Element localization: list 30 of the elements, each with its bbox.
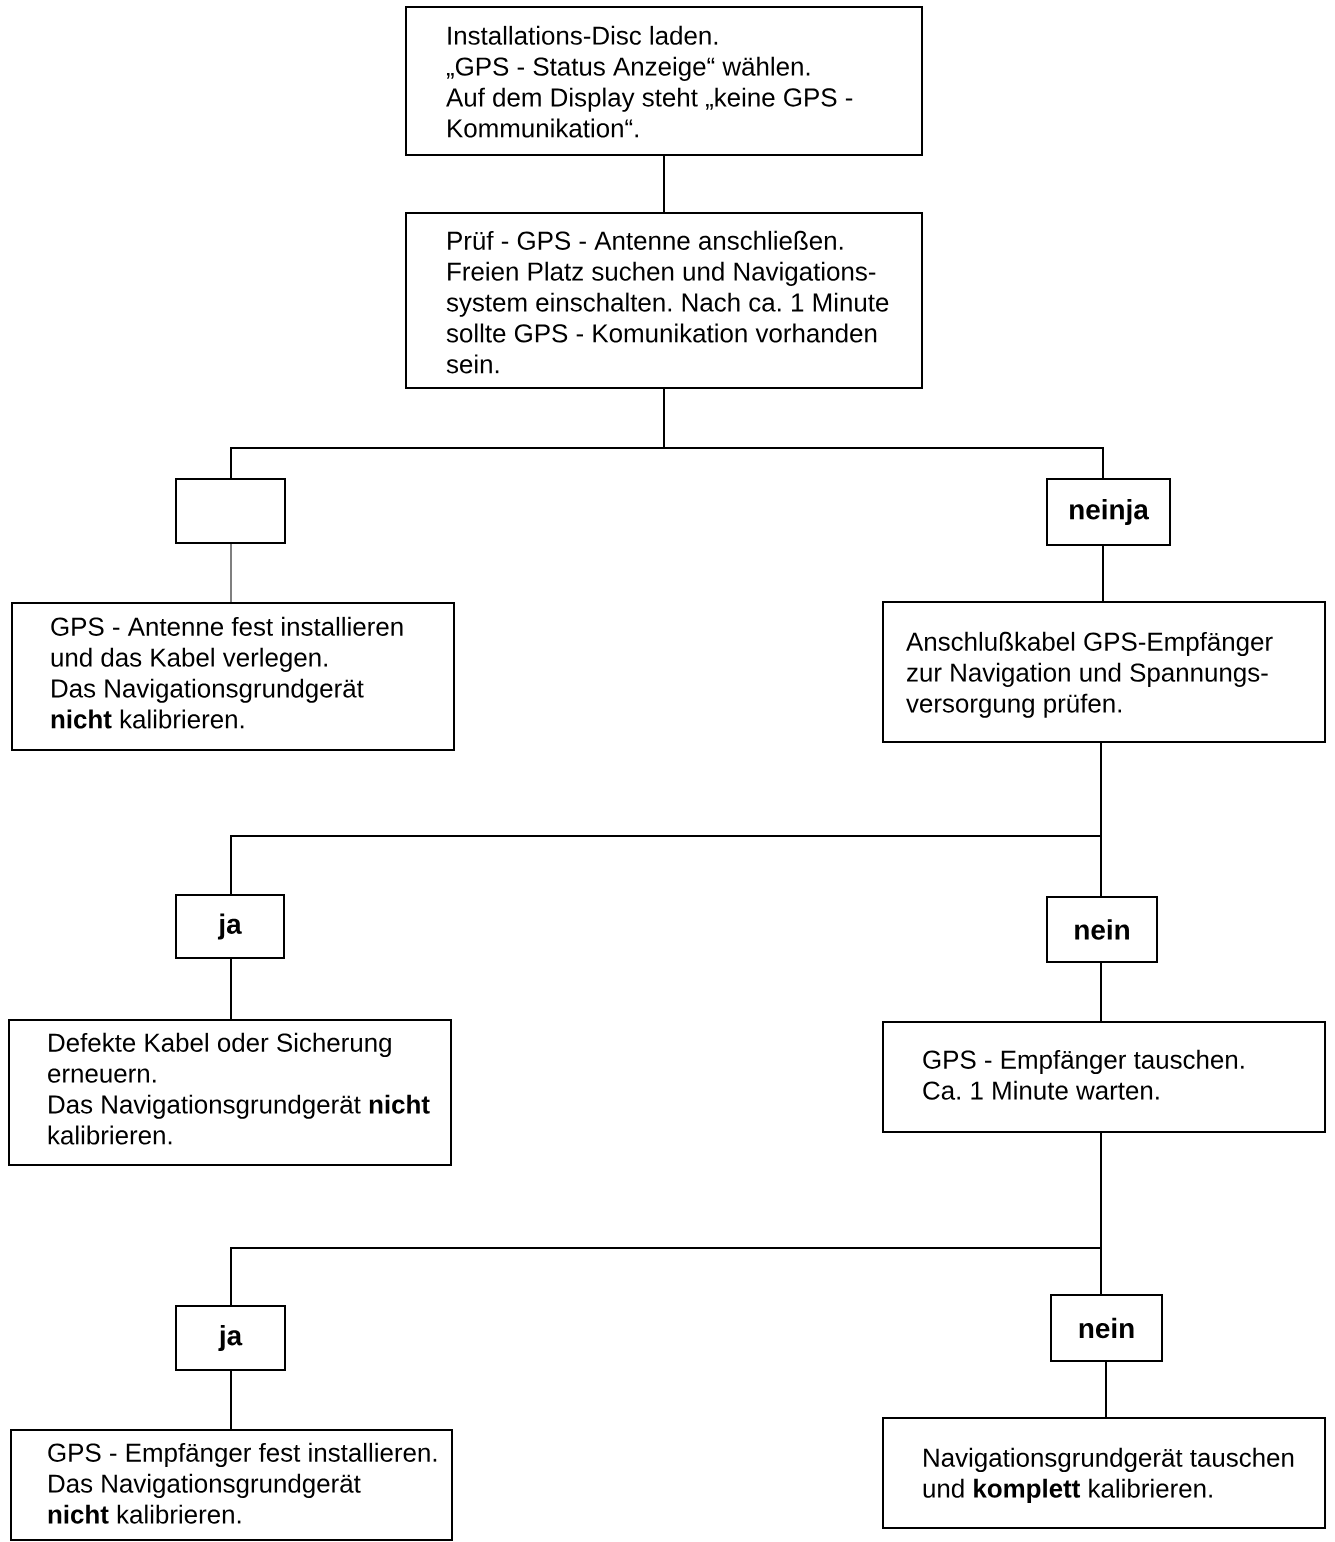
- connector-line: [230, 447, 665, 480]
- connector-line: [663, 387, 665, 449]
- process-box: Installations-Disc laden. „GPS - Status Anzeige“ wählen. Auf dem Display steht „keine GPS - Kommunikation“.: [405, 6, 923, 156]
- process-box: Anschlußkabel GPS-Empfänger zur Navigation und Spannungs- versorgung prüfen.: [882, 601, 1326, 743]
- process-box: Defekte Kabel oder Sicherung erneuern. Das Navigationsgrundgerät nicht kalibrieren.: [8, 1019, 452, 1166]
- connector-line: [1100, 961, 1102, 1023]
- branch-label-box: ja: [175, 894, 285, 959]
- empty-box: [175, 478, 286, 544]
- connector-line: [230, 957, 232, 1021]
- process-box: GPS - Empfänger fest installieren. Das Navigationsgrundgerät nicht kalibrieren.: [10, 1429, 453, 1541]
- connector-line: [1100, 835, 1102, 898]
- branch-label-box: neinja: [1046, 478, 1171, 546]
- connector-line: [663, 447, 1104, 480]
- connector-line: [1100, 1247, 1102, 1296]
- branch-label-box: nein: [1046, 896, 1158, 963]
- connector-line: [230, 1247, 1102, 1307]
- branch-label-box: ja: [175, 1305, 286, 1371]
- connector-line: [230, 542, 232, 604]
- connector-line: [230, 1369, 232, 1431]
- process-box: Prüf - GPS - Antenne anschließen. Freien Platz suchen und Navigations- system einschalten. Nach ca. 1 Minute sollte GPS - Komunikation vorhanden sein.: [405, 212, 923, 389]
- connector-line: [663, 154, 665, 214]
- process-box: Navigationsgrundgerät tauschen und komplett kalibrieren.: [882, 1417, 1326, 1529]
- connector-line: [1105, 1360, 1107, 1419]
- process-box: GPS - Empfänger tauschen. Ca. 1 Minute warten.: [882, 1021, 1326, 1133]
- connector-line: [1100, 741, 1102, 837]
- connector-line: [1102, 544, 1104, 603]
- connector-line: [230, 835, 1102, 896]
- branch-label-box: nein: [1050, 1294, 1163, 1362]
- process-box: GPS - Antenne fest installieren und das Kabel verlegen. Das Navigationsgrundgerät nicht kalibrieren.: [11, 602, 455, 751]
- connector-line: [1100, 1131, 1102, 1249]
